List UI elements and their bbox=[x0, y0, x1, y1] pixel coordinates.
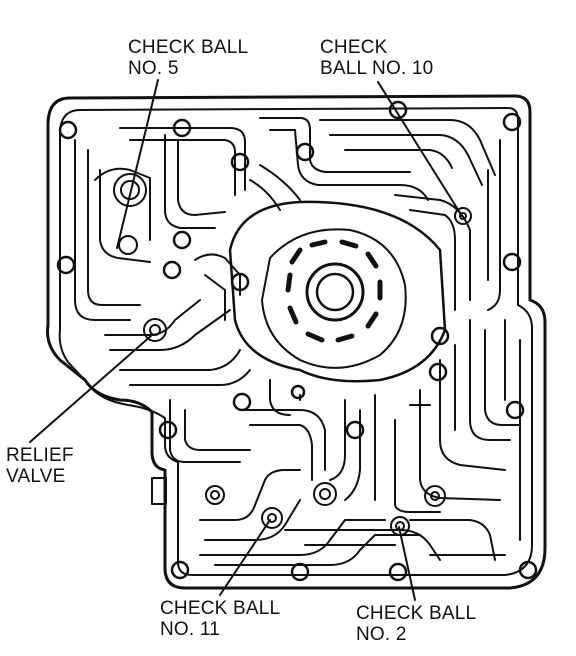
label-relief-valve-line2: VALVE bbox=[6, 466, 66, 487]
label-check-ball-11-line2: NO. 11 bbox=[160, 619, 220, 640]
label-relief-valve-line1: RELIEF bbox=[6, 445, 74, 466]
leader-check-ball-11 bbox=[219, 519, 271, 596]
leader-check-ball-2 bbox=[398, 526, 416, 601]
label-check-ball-2-line2: NO. 2 bbox=[356, 624, 407, 645]
label-check-ball-10-line2: BALL NO. 10 bbox=[320, 58, 434, 79]
label-check-ball-5-line2: NO. 5 bbox=[128, 58, 179, 79]
label-check-ball-5-line1: CHECK BALL bbox=[128, 37, 249, 58]
leader-check-ball-10 bbox=[377, 81, 463, 217]
label-relief-valve: RELIEF VALVE bbox=[6, 445, 74, 487]
bottom-passages bbox=[199, 379, 506, 566]
label-check-ball-10-line1: CHECK bbox=[320, 37, 388, 58]
left-tab bbox=[151, 477, 167, 505]
central-plate bbox=[228, 200, 447, 383]
bolt-holes bbox=[56, 100, 538, 582]
label-check-ball-2-line1: CHECK BALL bbox=[356, 603, 477, 624]
label-check-ball-11: CHECK BALL NO. 11 bbox=[160, 598, 280, 640]
inner-outline bbox=[58, 107, 533, 576]
right-passages bbox=[419, 139, 521, 541]
valve-bores bbox=[113, 173, 472, 536]
label-check-ball-2: CHECK BALL NO. 2 bbox=[356, 603, 476, 645]
label-check-ball-5: CHECK BALL NO. 5 bbox=[128, 37, 248, 79]
outer-outline bbox=[46, 94, 547, 590]
label-check-ball-10: CHECK BALL NO. 10 bbox=[320, 37, 433, 79]
plate-inner-ring bbox=[261, 228, 407, 369]
center-bore-inner bbox=[315, 272, 355, 312]
label-check-ball-11-line1: CHECK BALL bbox=[160, 598, 281, 619]
left-passages bbox=[74, 127, 251, 463]
center-bore-outer bbox=[305, 262, 365, 322]
leader-relief-valve bbox=[29, 334, 153, 443]
leader-check-ball-5 bbox=[116, 79, 159, 249]
center-slots bbox=[285, 239, 383, 343]
leader-lines bbox=[29, 79, 463, 601]
